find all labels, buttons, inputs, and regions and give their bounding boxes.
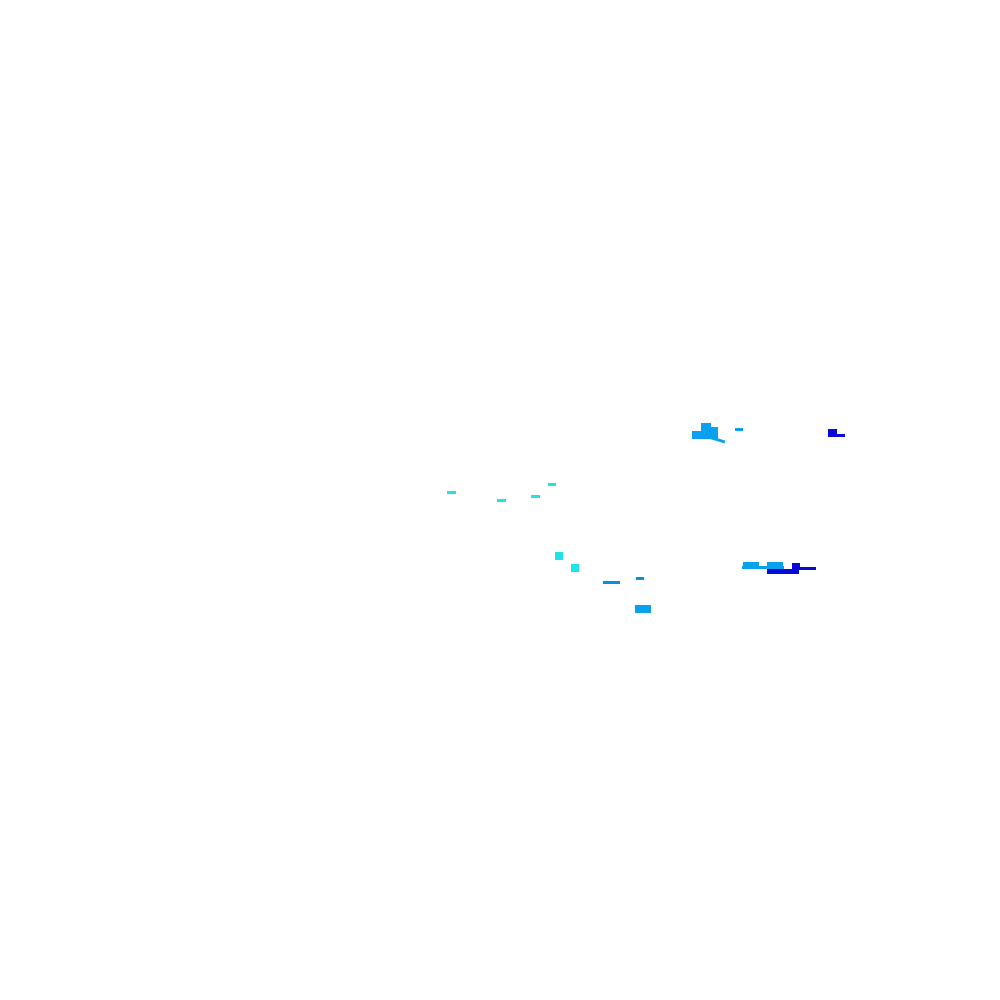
fragment-darkblue-2 bbox=[833, 434, 845, 437]
fragment-darkblue-3 bbox=[767, 569, 799, 574]
fragment-blue-line-2 bbox=[742, 566, 784, 569]
fragment-blue-8 bbox=[743, 562, 759, 569]
fragment-cyan-2 bbox=[497, 499, 506, 502]
fragment-blue-5 bbox=[603, 581, 620, 584]
fragment-darkblue-4 bbox=[792, 563, 800, 569]
fragment-cyan-4 bbox=[548, 483, 556, 486]
fragment-blue-4 bbox=[735, 428, 743, 431]
fragment-cyan-1 bbox=[447, 491, 456, 494]
fragment-darkblue-line bbox=[792, 567, 816, 570]
fragment-cyan-6 bbox=[571, 564, 579, 572]
fragment-blue-7 bbox=[635, 605, 651, 613]
fragment-cyan-3 bbox=[531, 495, 540, 498]
fragment-blue-9 bbox=[767, 562, 783, 569]
fragment-darkblue-1 bbox=[828, 429, 837, 437]
fragment-blue-line-1 bbox=[704, 434, 726, 444]
fragment-blue-1 bbox=[692, 431, 718, 439]
fragment-cyan-5 bbox=[555, 552, 563, 560]
fragment-blue-6 bbox=[636, 577, 644, 580]
fragment-blue-2 bbox=[701, 423, 711, 431]
fragment-blue-3 bbox=[708, 427, 718, 433]
